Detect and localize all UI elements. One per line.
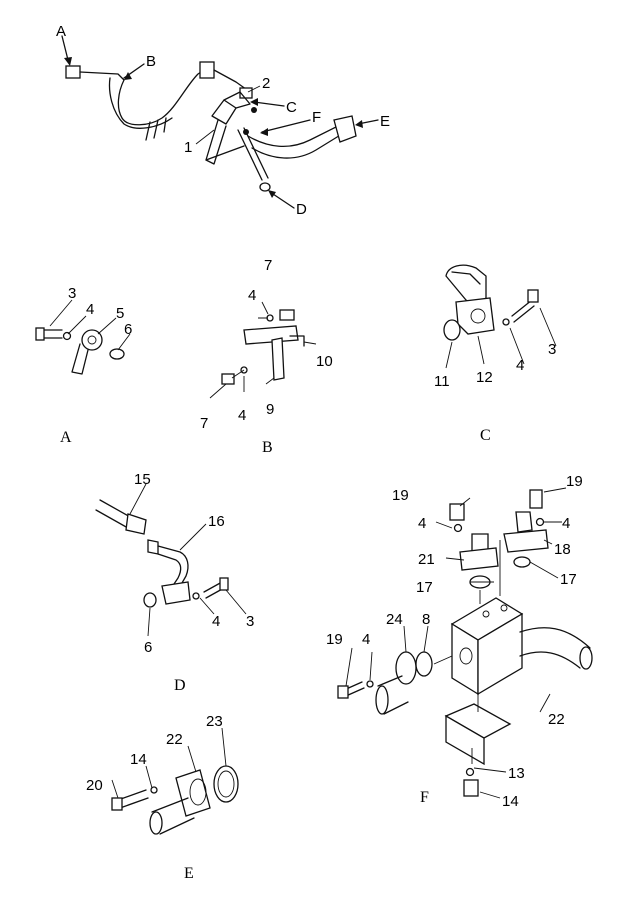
detail-d-label-16: 16 [208, 513, 225, 530]
overview-label-d: D [296, 201, 307, 218]
detail-a-label-4: 4 [86, 301, 94, 318]
detail-b-label-7-bottom: 7 [200, 415, 208, 432]
detail-f-label-24: 24 [386, 611, 403, 628]
detail-b-label-4-bottom: 4 [238, 407, 246, 424]
detail-b-caption: B [262, 439, 273, 456]
detail-e-label-14: 14 [130, 751, 147, 768]
overview-label-1: 1 [184, 139, 192, 156]
detail-d-label-4: 4 [212, 613, 220, 630]
detail-f-label-13: 13 [508, 765, 525, 782]
detail-d-drawing [95, 483, 247, 637]
overview-label-f: F [312, 109, 321, 126]
detail-f-label-18: 18 [554, 541, 571, 558]
detail-d-label-15: 15 [134, 471, 151, 488]
detail-f-label-19-left: 19 [326, 631, 343, 648]
detail-f-drawing [337, 487, 593, 799]
detail-c-label-12: 12 [476, 369, 493, 386]
detail-f-label-17-right: 17 [560, 571, 577, 588]
detail-f-label-4-left: 4 [418, 515, 426, 532]
detail-b-label-10: 10 [316, 353, 333, 370]
detail-f-label-19-top-left: 19 [392, 487, 409, 504]
detail-d-label-6: 6 [144, 639, 152, 656]
detail-b-drawing [209, 301, 317, 399]
detail-d-label-3: 3 [246, 613, 254, 630]
overview-label-b: B [146, 53, 156, 70]
overview-label-a: A [56, 23, 66, 40]
detail-e-label-20: 20 [86, 777, 103, 794]
detail-e-drawing [111, 727, 239, 835]
detail-c-label-11: 11 [434, 373, 450, 390]
detail-f-label-8: 8 [422, 611, 430, 628]
detail-c-drawing [443, 264, 557, 369]
detail-f-label-4-right: 4 [562, 515, 570, 532]
detail-c-caption: C [480, 427, 491, 444]
detail-e-caption: E [184, 865, 194, 882]
detail-f-label-22: 22 [548, 711, 565, 728]
detail-a-caption: A [60, 429, 72, 446]
detail-f-label-4-bottom: 4 [362, 631, 370, 648]
detail-f-label-21: 21 [418, 551, 435, 568]
detail-f-caption: F [420, 789, 429, 806]
detail-c-label-4: 4 [516, 357, 524, 374]
detail-e-label-23: 23 [206, 713, 223, 730]
detail-a-label-3: 3 [68, 285, 76, 302]
detail-e-label-22: 22 [166, 731, 183, 748]
detail-d-caption: D [174, 677, 186, 694]
detail-a-label-5: 5 [116, 305, 124, 322]
overview-label-c: C [286, 99, 297, 116]
detail-f-label-14: 14 [502, 793, 519, 810]
overview-label-e: E [380, 113, 390, 130]
detail-a-drawing [35, 299, 131, 375]
detail-f-label-17-left: 17 [416, 579, 433, 596]
overview-assembly [61, 35, 379, 209]
detail-f-label-19-top-right: 19 [566, 473, 583, 490]
detail-b-label-9: 9 [266, 401, 274, 418]
detail-a-label-6: 6 [124, 321, 132, 338]
overview-label-2: 2 [262, 75, 270, 92]
detail-b-label-4-top: 4 [248, 287, 256, 304]
detail-c-label-3: 3 [548, 341, 556, 358]
detail-b-label-7-top: 7 [264, 257, 272, 274]
